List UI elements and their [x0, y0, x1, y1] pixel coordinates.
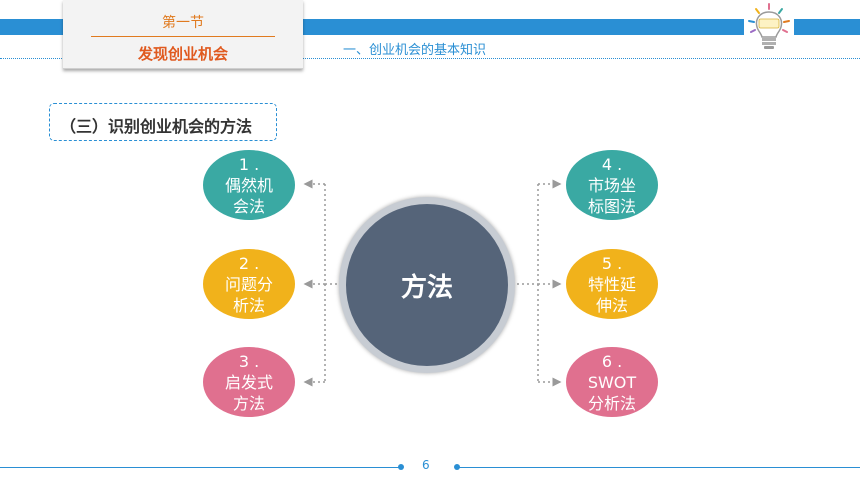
method-label-line: 分析法 — [587, 393, 636, 413]
method-label-line: 伸法 — [595, 295, 628, 315]
center-label: 方法 — [400, 272, 453, 303]
logo — [744, 0, 794, 58]
method-node-5: 5 . 特性延 伸法 — [566, 249, 658, 319]
method-number: 1 . — [238, 154, 260, 174]
subsection-heading-text: （三）识别创业机会的方法 — [60, 117, 253, 136]
section-subtitle: 发现创业机会 — [137, 45, 228, 63]
lightbulb-idea-icon — [748, 3, 790, 49]
subsection-heading: （三）识别创业机会的方法 — [49, 103, 277, 141]
method-label-line: 析法 — [232, 295, 265, 315]
method-label-line: 特性延 — [587, 274, 636, 294]
method-label-line: 问题分 — [224, 274, 273, 294]
footer-dot-left — [398, 464, 404, 470]
section-divider — [91, 36, 275, 37]
method-label-line: 方法 — [232, 393, 265, 413]
method-node-3: 3 . 启发式 方法 — [203, 347, 295, 417]
method-node-6: 6 . SWOT 分析法 — [566, 347, 658, 417]
footer-rule-right — [456, 467, 860, 468]
method-node-2: 2 . 问题分 析法 — [203, 249, 295, 319]
method-label-line: 会法 — [232, 196, 265, 216]
center-methods-circle: 方法 — [339, 197, 515, 373]
footer-rule-left — [0, 467, 400, 468]
method-label-line: 市场坐 — [587, 175, 636, 195]
page-number: 6 — [422, 458, 430, 472]
method-label-line: 偶然机 — [224, 175, 273, 195]
method-node-1: 1 . 偶然机 会法 — [203, 150, 295, 220]
method-number: 3 . — [238, 351, 260, 371]
header-divider — [0, 58, 860, 59]
method-number: 5 . — [601, 253, 623, 273]
method-node-4: 4 . 市场坐 标图法 — [566, 150, 658, 220]
method-number: 6 . — [601, 351, 623, 371]
method-label-line: 启发式 — [224, 372, 273, 392]
section-title: 第一节 — [162, 15, 204, 31]
method-label-line: 标图法 — [587, 196, 636, 216]
breadcrumb: 一、创业机会的基本知识 — [343, 43, 487, 58]
method-number: 2 . — [238, 253, 260, 273]
method-number: 4 . — [601, 154, 623, 174]
method-label-line: SWOT — [587, 372, 637, 392]
section-tab: 第一节 发现创业机会 — [63, 0, 303, 69]
